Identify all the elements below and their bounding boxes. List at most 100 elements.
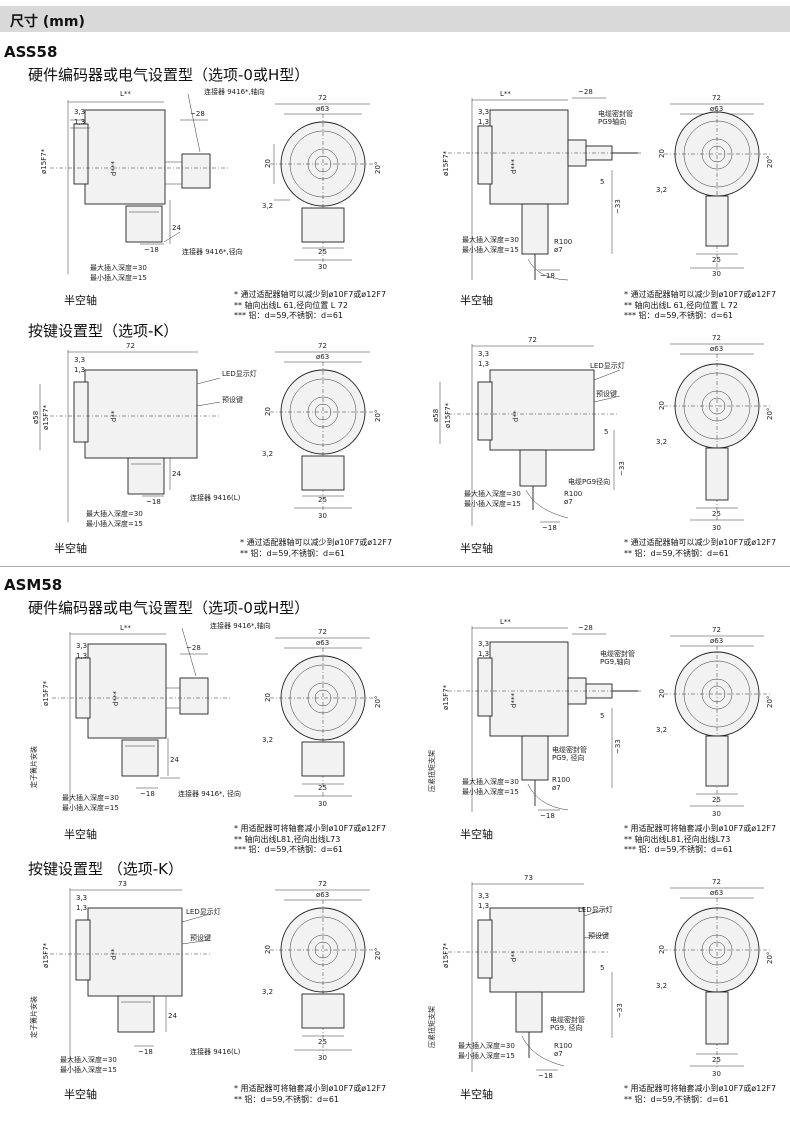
svg-text:最大插入深度=30: 最大插入深度=30 xyxy=(60,1055,117,1064)
svg-text:~33: ~33 xyxy=(616,1003,624,1018)
svg-text:~18: ~18 xyxy=(540,272,555,280)
svg-text:20: 20 xyxy=(658,401,666,410)
svg-text:25: 25 xyxy=(712,510,721,518)
svg-text:20°: 20° xyxy=(766,408,774,420)
svg-text:5: 5 xyxy=(600,712,604,720)
svg-text:72: 72 xyxy=(712,626,721,634)
svg-text:最大插入深度=30: 最大插入深度=30 xyxy=(462,777,519,786)
svg-text:20°: 20° xyxy=(374,410,382,422)
svg-text:3,3: 3,3 xyxy=(478,350,489,358)
drawing-asm58-button-left: 73 3,3 1,3 ø15F7* 定子簧片安装 d** LED显示灯 预设键 … xyxy=(29,880,382,1074)
svg-text:20: 20 xyxy=(264,945,272,954)
svg-text:d**: d** xyxy=(110,948,118,960)
notes-asm58-button-left: * 用适配器可将轴套减小到ø10F7或ø12F7** 铝：d=59,不锈钢：d=… xyxy=(234,1084,387,1104)
svg-text:电缆密封管: 电缆密封管 xyxy=(552,745,587,754)
svg-text:1,3: 1,3 xyxy=(74,366,85,374)
svg-text:5: 5 xyxy=(600,964,604,972)
svg-text:ø15F7*: ø15F7* xyxy=(42,404,50,430)
svg-text:电缆PG9径向: 电缆PG9径向 xyxy=(568,477,610,486)
svg-text:预设键: 预设键 xyxy=(222,395,243,404)
svg-text:72: 72 xyxy=(318,342,327,350)
svg-text:25: 25 xyxy=(712,256,721,264)
svg-text:连接器 9416*,轴向: 连接器 9416*,轴向 xyxy=(204,87,265,96)
svg-text:ø63: ø63 xyxy=(316,353,329,361)
svg-text:LED显示灯: LED显示灯 xyxy=(590,361,625,370)
svg-text:72: 72 xyxy=(126,342,135,350)
svg-text:L**: L** xyxy=(500,90,511,98)
caption-asm58-electrical-left: 半空轴 xyxy=(64,828,97,841)
svg-text:1,3: 1,3 xyxy=(478,650,489,658)
notes-asm58-electrical-right: * 用适配器可将轴套减小到ø10F7或ø12F7** 轴向出线L81,径向出线L… xyxy=(624,824,777,854)
notes-ass58-button-left: * 通过适配器轴可以减少到ø10F7或ø12F7** 铝：d=59,不锈钢：d=… xyxy=(240,538,393,558)
svg-text:电缆密封管: 电缆密封管 xyxy=(598,109,633,118)
drawing-ass58-electrical-right: ø15F7* L** 3,3 1,3 ~28 d*** 电缆密封管 PG9轴向 … xyxy=(442,88,774,281)
svg-text:PG9, 径向: PG9, 径向 xyxy=(550,1023,583,1032)
svg-text:R100: R100 xyxy=(564,490,582,498)
svg-text:R100: R100 xyxy=(554,1042,572,1050)
model-title-ass58: ASS58 xyxy=(4,43,58,61)
svg-text:25: 25 xyxy=(318,496,327,504)
svg-text:~18: ~18 xyxy=(538,1072,553,1080)
svg-text:72: 72 xyxy=(528,336,537,344)
svg-text:30: 30 xyxy=(318,263,327,271)
svg-text:3,2: 3,2 xyxy=(262,736,273,744)
svg-text:预设键: 预设键 xyxy=(588,931,609,940)
svg-text:最小插入深度=15: 最小插入深度=15 xyxy=(90,273,147,282)
subtitle-ass58-button: 按键设置型（选项-K） xyxy=(28,322,179,340)
svg-text:24: 24 xyxy=(170,756,179,764)
svg-text:20°: 20° xyxy=(374,162,382,174)
notes-ass58-electrical-left: * 通过适配器轴可以减少到ø10F7或ø12F7** 轴向出线L 61,径向位置… xyxy=(234,290,387,320)
svg-text:72: 72 xyxy=(712,878,721,886)
svg-text:~33: ~33 xyxy=(614,199,622,214)
svg-text:最小插入深度=15: 最小插入深度=15 xyxy=(462,787,519,796)
svg-text:73: 73 xyxy=(118,880,127,888)
svg-text:ø63: ø63 xyxy=(316,639,329,647)
svg-text:ø7: ø7 xyxy=(552,784,561,792)
svg-text:~18: ~18 xyxy=(140,790,155,798)
svg-text:LED显示灯: LED显示灯 xyxy=(578,905,613,914)
svg-text:~18: ~18 xyxy=(146,498,161,506)
svg-text:3,3: 3,3 xyxy=(76,642,87,650)
subtitle-asm58-electrical: 硬件编码器或电气设置型（选项-0或H型） xyxy=(28,599,310,617)
svg-text:PG9, 径向: PG9, 径向 xyxy=(552,753,585,762)
svg-text:ø58: ø58 xyxy=(432,409,440,422)
svg-text:连接器 9416*,径向: 连接器 9416*,径向 xyxy=(182,247,243,256)
svg-text:20°: 20° xyxy=(766,696,774,708)
svg-text:72: 72 xyxy=(712,334,721,342)
svg-text:~28: ~28 xyxy=(186,644,201,652)
svg-text:最小插入深度=15: 最小插入深度=15 xyxy=(86,519,143,528)
svg-text:30: 30 xyxy=(712,524,721,532)
svg-text:3,2: 3,2 xyxy=(262,202,273,210)
svg-text:连接器 9416*, 径向: 连接器 9416*, 径向 xyxy=(178,789,241,798)
svg-text:L**: L** xyxy=(120,90,131,98)
svg-text:ø15F7*: ø15F7* xyxy=(442,942,450,968)
svg-text:~18: ~18 xyxy=(540,812,555,820)
svg-text:定子簧片安装: 定子簧片安装 xyxy=(29,746,38,788)
drawing-ass58-button-left: 72 3,3 1,3 ø58 ø15F7* d** LED显示灯 预设键 24 … xyxy=(32,342,382,528)
section-divider xyxy=(0,566,790,567)
svg-text:~28: ~28 xyxy=(190,110,205,118)
svg-text:20: 20 xyxy=(658,149,666,158)
model-title-asm58: ASM58 xyxy=(4,576,63,594)
svg-text:20°: 20° xyxy=(374,948,382,960)
svg-text:连接器 9416(L): 连接器 9416(L) xyxy=(190,493,241,502)
svg-text:30: 30 xyxy=(318,512,327,520)
svg-text:d***: d*** xyxy=(510,159,518,174)
svg-text:最小插入深度=15: 最小插入深度=15 xyxy=(458,1051,515,1060)
caption-ass58-button-right: 半空轴 xyxy=(460,542,493,555)
svg-text:1,3: 1,3 xyxy=(478,360,489,368)
caption-asm58-electrical-right: 半空轴 xyxy=(460,828,493,841)
svg-text:3,3: 3,3 xyxy=(76,894,87,902)
subtitle-ass58-electrical: 硬件编码器或电气设置型（选项-0或H型） xyxy=(28,66,310,84)
svg-text:24: 24 xyxy=(168,1012,177,1020)
svg-text:ø63: ø63 xyxy=(316,891,329,899)
svg-text:d***: d*** xyxy=(510,693,518,708)
subtitle-asm58-button: 按键设置型 （选项-K） xyxy=(28,860,184,878)
svg-text:73: 73 xyxy=(524,874,533,882)
svg-text:R100: R100 xyxy=(554,238,572,246)
svg-text:最小插入深度=15: 最小插入深度=15 xyxy=(462,245,519,254)
svg-text:1,3: 1,3 xyxy=(74,118,85,126)
caption-ass58-button-left: 半空轴 xyxy=(54,542,87,555)
drawing-asm58-button-right: 73 3,3 1,3 ø15F7* 压紧扭矩支架 d** LED显示灯 预设键 … xyxy=(427,874,774,1080)
svg-text:LED显示灯: LED显示灯 xyxy=(222,369,257,378)
